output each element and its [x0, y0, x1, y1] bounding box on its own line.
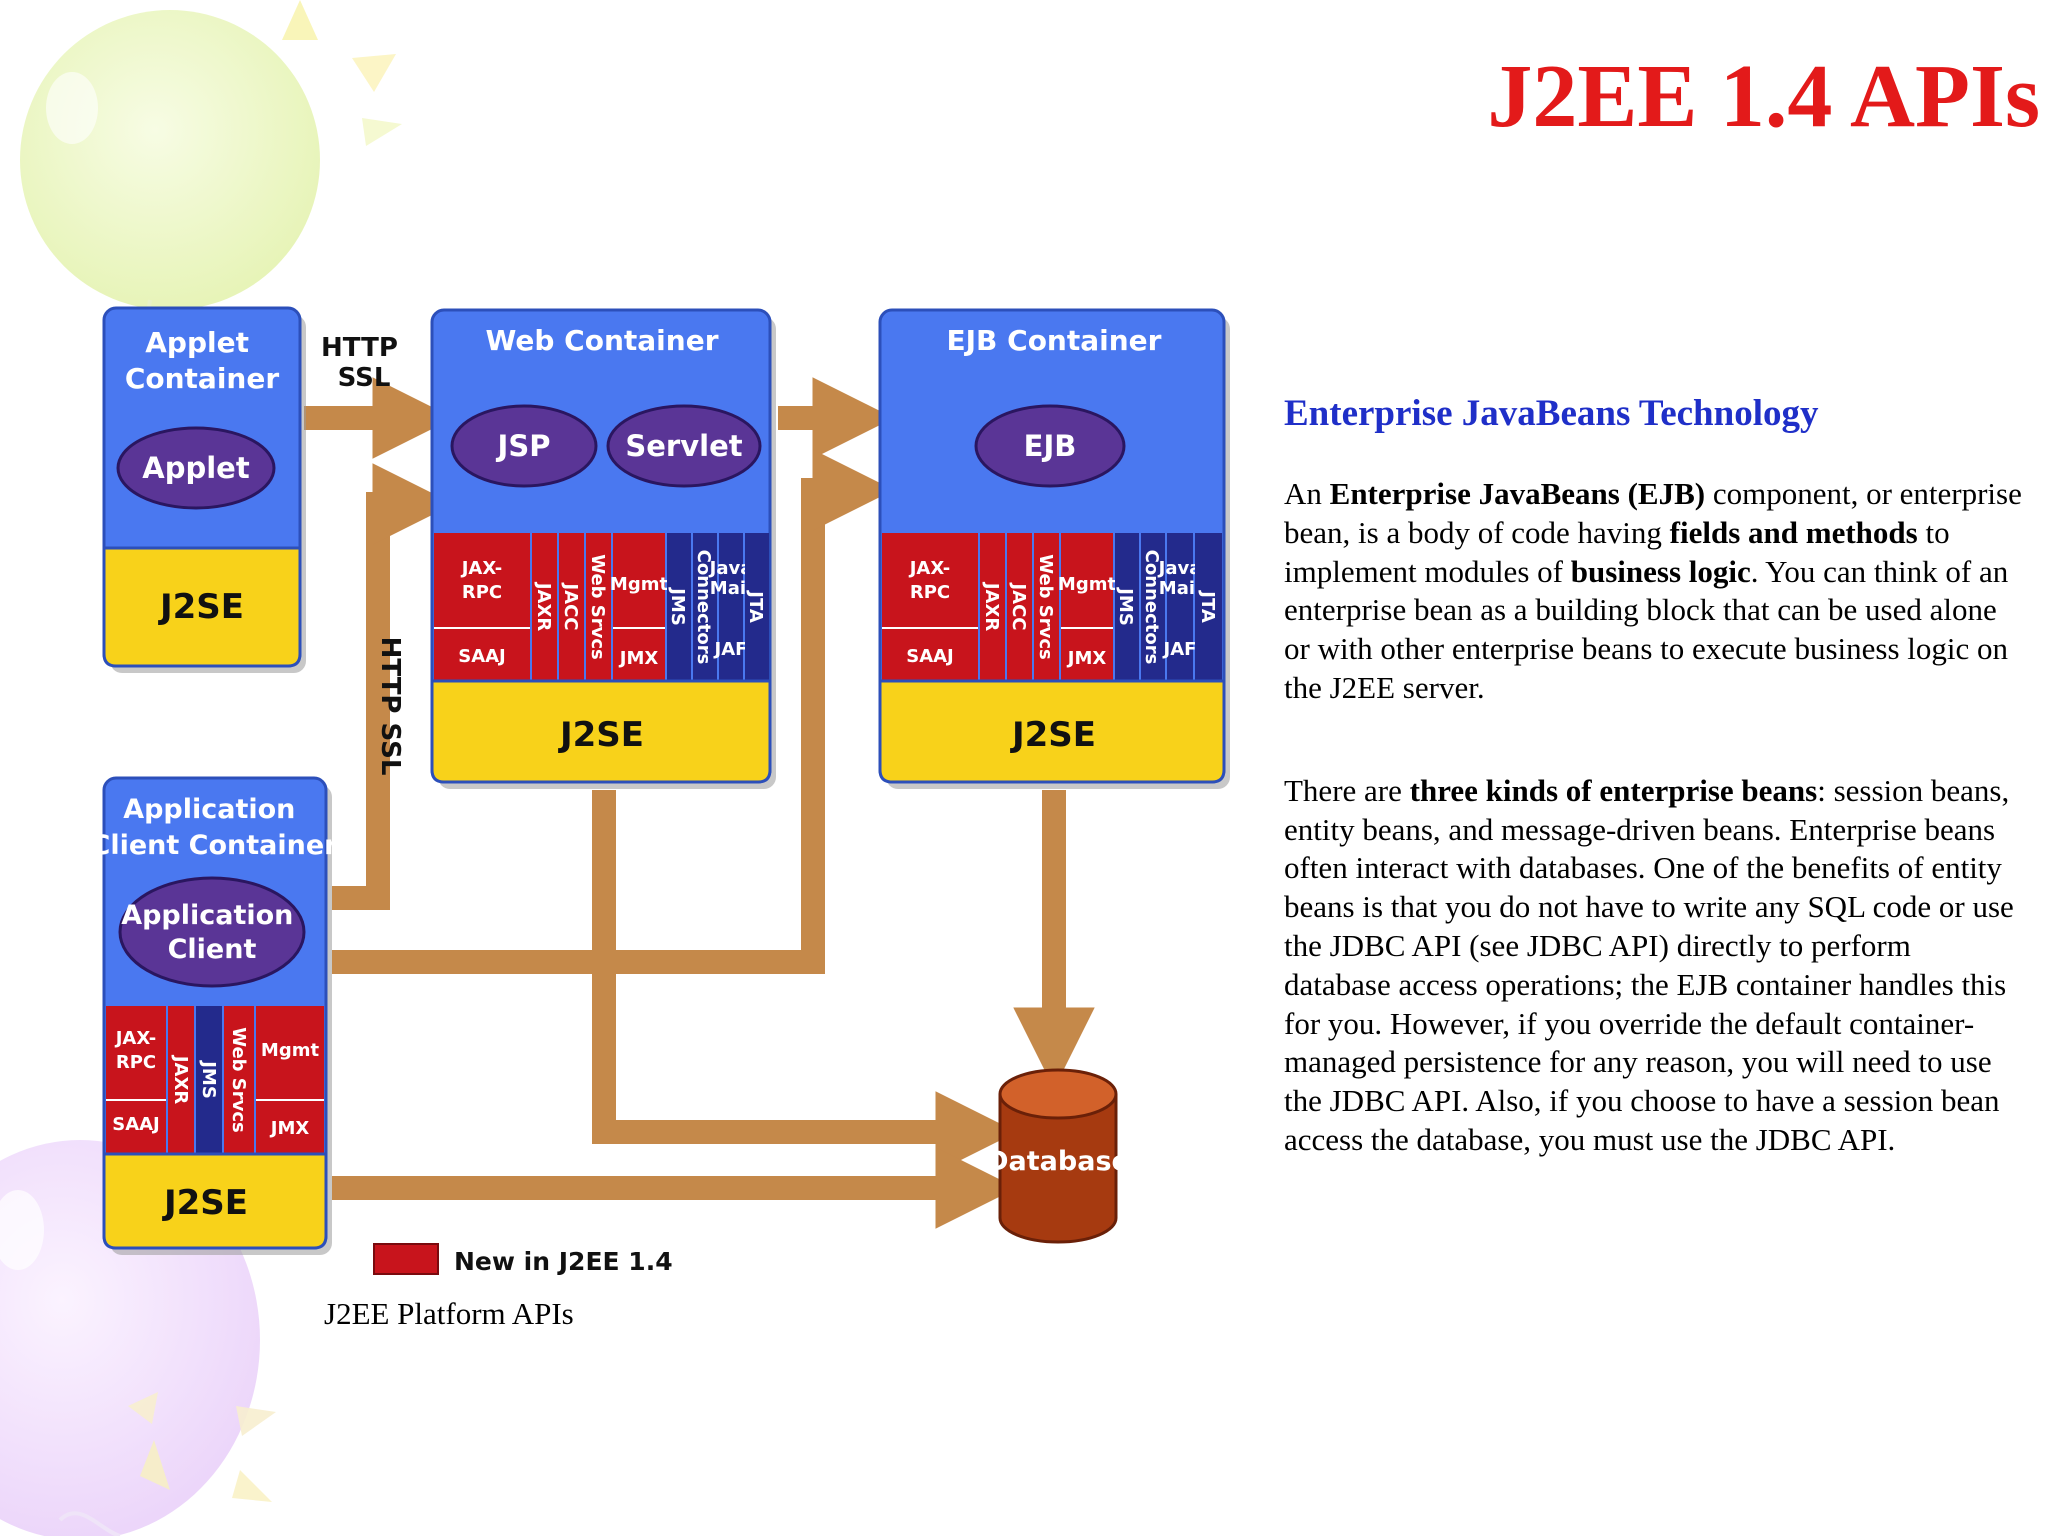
web-api-connectors: Connectors: [693, 550, 714, 665]
section-heading: Enterprise JavaBeans Technology: [1284, 393, 1819, 434]
application-client-component: [118, 876, 306, 988]
appclient-api-jaxr: JAXR: [170, 1054, 191, 1105]
ejb-api-jaxrpc-2: RPC: [910, 582, 950, 603]
text-run: . You can think of an enterprise bean as…: [1284, 553, 2009, 705]
ejb-api-jaxr: JAXR: [981, 581, 1002, 632]
jsp-component: JSP: [496, 429, 551, 463]
ejb-api-stack: JAX- RPC SAAJ JAXR JACC Web Srvcs Mgmt J…: [882, 533, 1222, 681]
ejb-container-title: EJB Container: [947, 324, 1162, 357]
arrow-web-to-database: [592, 790, 1017, 1173]
database-label: Database: [986, 1146, 1130, 1177]
appclient-container-title: Application Client Container: [91, 794, 339, 861]
arrow-appclient-to-web: [332, 463, 454, 910]
connector-arrows: [304, 377, 1095, 1229]
green-balloon-icon: [20, 0, 402, 481]
web-api-jms: JMS: [667, 586, 688, 626]
applet-j2se-label: J2SE: [158, 587, 244, 627]
ejb-api-javamail-2: Mail: [1159, 578, 1201, 599]
bean-kinds-paragraph: There are three kinds of enterprise bean…: [1284, 772, 2024, 1160]
ejb-api-mgmt: Mgmt: [1058, 574, 1117, 595]
appclient-api-jms: JMS: [198, 1059, 219, 1099]
web-api-jacc: JACC: [560, 581, 581, 630]
web-container: Web Container JSP Servlet JAX- RPC SAAJ …: [430, 308, 776, 789]
ejb-api-jta: JTA: [1197, 589, 1218, 623]
text-run: to implement modules of: [1284, 514, 1950, 589]
applet-component-label: Applet: [142, 451, 250, 485]
text-run: business logic: [1570, 553, 1751, 589]
application-client-container: Application Client Container Application…: [91, 776, 339, 1255]
web-api-jmx: JMX: [618, 648, 659, 669]
servlet-component: Servlet: [625, 429, 742, 463]
web-container-title: Web Container: [486, 324, 719, 357]
description-panel: Enterprise JavaBeans Technology An Enter…: [1284, 392, 2024, 1224]
figure-caption: J2EE Platform APIs: [324, 1296, 574, 1331]
slide-title: J2EE 1.4 APIs: [1487, 47, 2040, 146]
applet-component: [116, 426, 276, 510]
appclient-api-jaxrpc-2: RPC: [116, 1052, 156, 1073]
appclient-api-jmx: JMX: [269, 1118, 310, 1139]
legend-label: New in J2EE 1.4: [454, 1247, 673, 1276]
legend-swatch: [373, 1243, 439, 1275]
ejb-container: EJB Container EJB JAX- RPC SAAJ JAXR JAC…: [878, 308, 1230, 789]
database-icon: Database: [986, 1068, 1130, 1244]
text-run: : session beans, entity beans, and messa…: [1284, 772, 2014, 1157]
ejb-api-jacc: JACC: [1008, 581, 1029, 630]
http-ssl-top-label: HTTP SSL: [321, 333, 407, 393]
ejb-api-saaj: SAAJ: [906, 646, 954, 667]
web-api-javamail-1: Java: [708, 558, 753, 579]
text-run: component, or enterprise bean, is a body…: [1284, 476, 2022, 550]
ejb-api-jmx: JMX: [1066, 648, 1107, 669]
ejb-api-jaxrpc-1: JAX-: [908, 558, 951, 579]
http-ssl-vertical-label: HTTP SSL: [375, 637, 405, 776]
appclient-api-saaj: SAAJ: [112, 1114, 160, 1135]
ejb-api-websrvcs: Web Srvcs: [1035, 554, 1056, 660]
text-run: fields and methods: [1669, 514, 1918, 550]
text-run: three kinds of enterprise beans: [1409, 772, 1818, 808]
arrow-appclient-to-ejb: [332, 449, 894, 974]
appclient-j2se-label: J2SE: [162, 1183, 248, 1223]
web-api-saaj: SAAJ: [458, 646, 506, 667]
web-api-jaxrpc-2: RPC: [462, 582, 502, 603]
applet-container: Applet Container Applet J2SE: [102, 306, 306, 673]
text-run: There are: [1284, 772, 1410, 808]
web-api-jaxrpc-1: JAX-: [460, 558, 503, 579]
web-api-jaxr: JAXR: [533, 581, 554, 632]
web-api-websrvcs: Web Srvcs: [587, 554, 608, 660]
web-api-stack: JAX- RPC SAAJ JAXR JACC Web Srvcs Mgmt J…: [434, 533, 769, 681]
text-run: An: [1284, 476, 1330, 511]
applet-container-title: Applet Container: [125, 326, 280, 395]
ejb-j2se-label: J2SE: [1010, 715, 1096, 755]
ejb-definition-paragraph: An Enterprise JavaBeans (EJB) component,…: [1284, 475, 2024, 708]
appclient-api-stack: JAX- RPC SAAJ JAXR JMS Web Srvcs Mgmt JM…: [106, 1006, 324, 1154]
text-run: Enterprise JavaBeans (EJB): [1329, 476, 1706, 511]
appclient-api-mgmt: Mgmt: [261, 1040, 320, 1061]
ejb-api-jaf: JAF: [1162, 639, 1197, 660]
appclient-api-jaxrpc-1: JAX-: [114, 1028, 157, 1049]
ejb-api-jms: JMS: [1115, 586, 1136, 626]
web-j2se-label: J2SE: [558, 715, 644, 755]
web-api-jta: JTA: [745, 589, 766, 623]
ejb-api-javamail-1: Java: [1157, 558, 1202, 579]
ejb-component: EJB: [1024, 429, 1077, 463]
ejb-api-connectors: Connectors: [1141, 550, 1162, 665]
appclient-api-websrvcs: Web Srvcs: [228, 1027, 249, 1133]
legend: New in J2EE 1.4: [373, 1243, 673, 1276]
application-client-label: Application Client: [121, 900, 303, 965]
web-api-jaf: JAF: [713, 639, 748, 660]
web-api-mgmt: Mgmt: [610, 574, 669, 595]
web-api-javamail-2: Mail: [710, 578, 752, 599]
